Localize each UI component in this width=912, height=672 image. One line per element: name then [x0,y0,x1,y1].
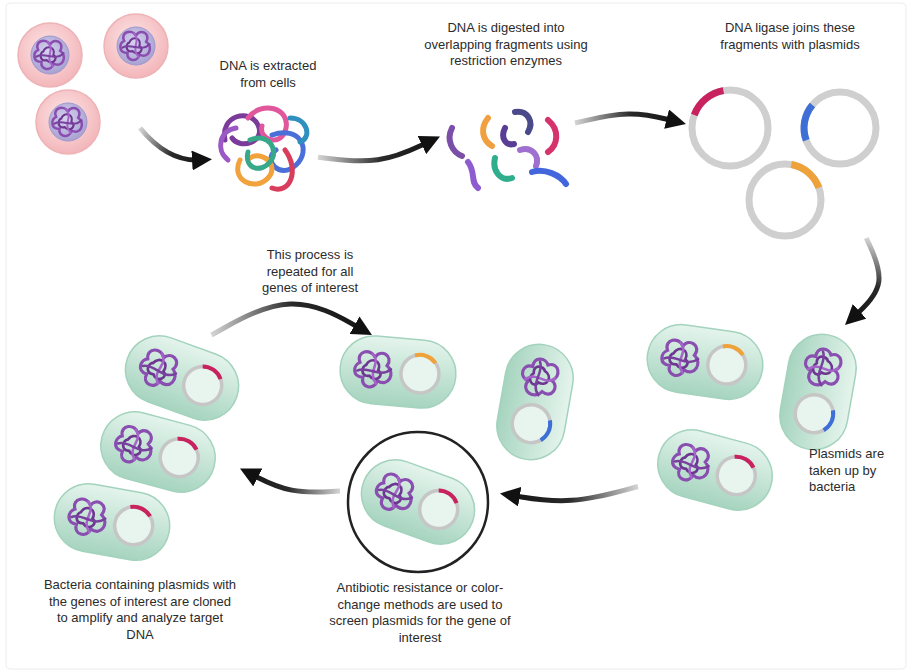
dna-fragment [548,120,556,152]
dna-tangle [221,108,307,189]
cell [104,14,168,78]
process-step: Bacteria containing plasmids with the ge… [50,335,240,565]
selection-circle [348,432,488,572]
flow-arrow [212,304,362,335]
plasmid-ring [749,164,821,236]
plasmid-insert [129,506,151,516]
recombinant-plasmids [692,90,876,236]
dna-fragment [503,128,514,144]
plasmid-insert [722,345,744,355]
cell-membrane [36,90,100,154]
bacterium [93,404,223,500]
bacterium-cell [49,478,175,565]
step-caption: DNA is digested into overlapping fragmen… [420,20,592,70]
bacterium-cell [352,450,484,554]
process-step: Antibiotic resistance or color-change me… [340,335,500,575]
dna-fragments [450,112,566,188]
dna-fragment [468,162,478,188]
plasmid-insert [415,354,437,363]
process-step: DNA is extracted from cells [218,105,318,200]
bacterium [643,320,767,403]
plasmid-insert [541,419,551,441]
flow-arrow [575,114,674,123]
bacterium-cell [337,333,458,411]
plasmid-insert [437,489,459,503]
cell-membrane [18,23,82,87]
dna-fragment [515,112,530,132]
flow-arrow [854,238,879,317]
edge-label: This process is repeated for all genes o… [254,247,366,297]
dna-fragment [520,149,537,166]
dna-fragment [532,171,566,184]
bacterium [352,450,484,554]
bacterium [491,339,578,465]
nuclear-dna [52,108,82,136]
cell [36,90,100,154]
bacterium-cell [643,320,767,403]
bacterium [650,422,780,518]
cell-nucleus [117,27,155,65]
flow-arrow [140,128,200,160]
bacterium-cell [93,404,223,500]
plasmid-insert [176,438,198,450]
plasmid-ring [804,92,876,164]
nuclear-dna [34,41,64,69]
cell-nucleus [31,36,69,74]
flow-arrow [318,142,429,161]
bacterium [337,333,458,411]
flow-arrow [512,487,638,501]
dna-strand [247,138,273,168]
bacterium-cell [491,339,578,465]
step-caption: DNA ligase joins these fragments with pl… [708,20,873,53]
plasmid-insert [804,105,812,140]
plasmid-insert [791,165,819,188]
bacterium-cell [650,422,780,518]
nuclear-dna [120,32,150,60]
step-caption: DNA is extracted from cells [209,58,327,91]
process-step: DNA ligase joins these fragments with pl… [686,86,882,238]
cell-nucleus [49,103,87,141]
bacterium [774,329,861,455]
plasmid-insert [824,409,834,431]
dna-strand [272,150,292,189]
dna-strand [221,128,236,160]
cell-membrane [104,14,168,78]
plasmid-insert [694,91,723,115]
flow-arrow [251,474,340,492]
plasmid-insert [733,456,755,468]
process-step: Plasmids are taken up by bacteria [638,325,868,515]
dna-fragment [483,118,492,146]
dna-strand [290,118,307,142]
card-frame [6,3,906,669]
step-caption: Antibiotic resistance or color-change me… [327,580,513,646]
bacterium [49,478,175,565]
plasmid-insert [201,365,223,379]
step-caption: Plasmids are taken up by bacteria [809,446,901,496]
dna-fragment [450,128,462,156]
process-step: DNA is digested into overlapping fragmen… [440,105,575,195]
plasmid-ring [692,90,768,166]
step-caption: Bacteria containing plasmids with the ge… [42,577,238,643]
dna-fragment [494,158,512,179]
cell [18,23,82,87]
bacterium-cell [774,329,861,455]
